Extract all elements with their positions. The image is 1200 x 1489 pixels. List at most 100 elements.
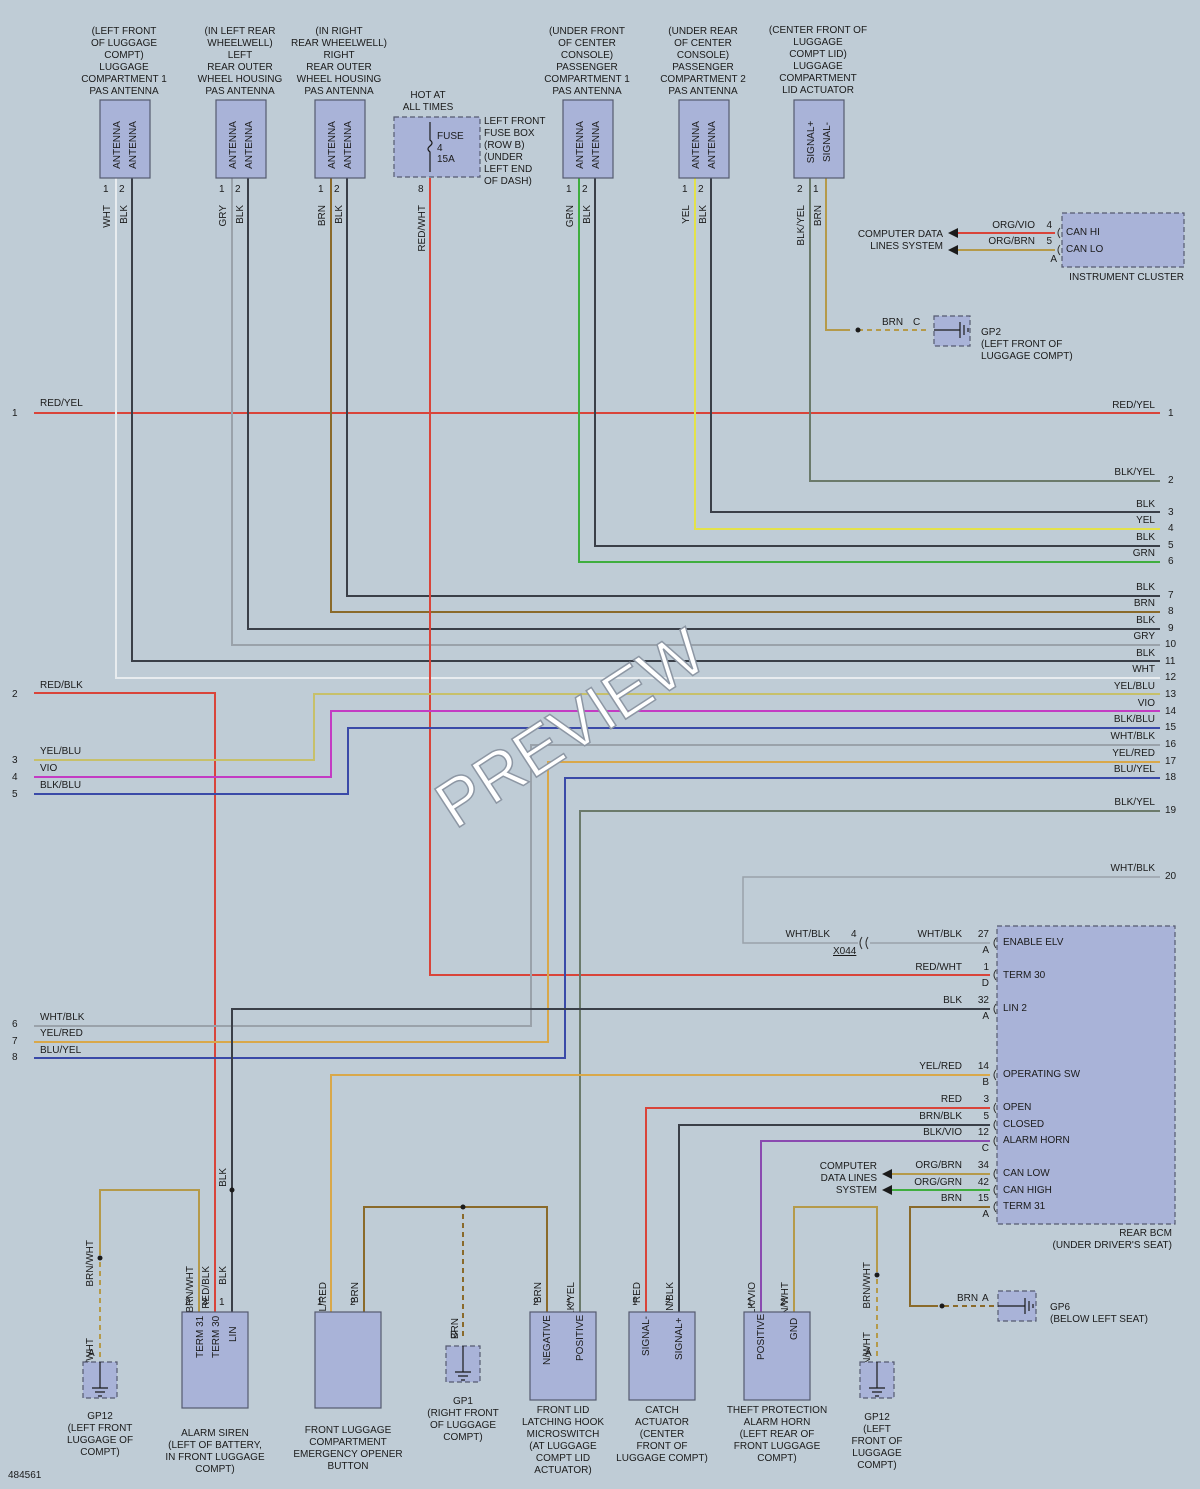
wire-color-label: BRN (350, 1282, 361, 1303)
wire-color-label: BLK (582, 205, 593, 224)
pin-number: 2 (797, 184, 803, 195)
pin-label: SIGNAL+ (674, 1317, 685, 1360)
wire-color-label: BRN/WHT (862, 1332, 873, 1379)
component-box (743, 1311, 811, 1401)
arrow-left-icon (948, 228, 958, 238)
pin-number: 1 (747, 1297, 753, 1308)
ground-icon (455, 1346, 471, 1381)
wire-color-label: BRN (533, 1282, 544, 1303)
wire-color-label: BLK (119, 205, 130, 224)
arrow-left-icon (948, 245, 958, 255)
ground-icon (92, 1362, 108, 1397)
component-box (215, 99, 267, 179)
pin-number: 3 (202, 1297, 208, 1308)
wire-color-label: BLK/YEL (1114, 797, 1155, 808)
ground-name: GP12 (864, 1412, 890, 1423)
connector-number: 7 (12, 1036, 18, 1047)
wire-blu-yel (34, 777, 1160, 1059)
ground-icon (934, 322, 969, 338)
component-name: REAR BCM (1119, 1228, 1172, 1239)
pin-label: CAN LO (1066, 244, 1103, 255)
wire-color-label: BLK (1136, 648, 1155, 659)
wire-color-label: BRN (450, 1318, 461, 1339)
pin-label: TERM 30 (211, 1315, 222, 1358)
wire-color-label: WHT/BLK (786, 929, 831, 940)
wire-color-label: GRY (218, 205, 229, 227)
connector-number: 17 (1165, 756, 1177, 767)
wire-lin-blk (231, 1008, 990, 1312)
pin-number: 2 (698, 184, 704, 195)
connector-number: 11 (1165, 656, 1176, 667)
wire-color-label: YEL (1136, 515, 1155, 526)
connector-number: 3 (1168, 507, 1174, 518)
connector-number: 15 (1165, 722, 1177, 733)
wire-color-label: BLK/BLU (40, 780, 81, 791)
connector-number: 6 (1168, 556, 1174, 567)
wire-color-label: RED/BLK (40, 680, 83, 691)
connector-number: 8 (12, 1052, 18, 1063)
pin-label: TERM 31 (1003, 1201, 1046, 1212)
wire-rr-brn (330, 178, 1160, 613)
connector-number: 5 (12, 789, 18, 800)
connector-name: X044 (833, 946, 857, 957)
connector-number: 16 (1165, 739, 1177, 750)
connector-number: 9 (1168, 623, 1174, 634)
wire-color-label: BLK (218, 1168, 229, 1187)
wire-term31-brn (909, 1206, 990, 1307)
component-box (314, 1311, 382, 1409)
ground-gp6: BRN A GP6 (BELOW LEFT SEAT) (957, 1290, 1148, 1325)
connector-number: 1 (12, 408, 18, 419)
wire-color-label: WHT (102, 205, 113, 228)
ground-name: GP6 (1050, 1302, 1070, 1313)
splice-points (97, 327, 945, 1309)
component-box (1061, 212, 1185, 268)
component-box (562, 99, 614, 179)
wire-c1-grn (578, 178, 1160, 563)
wire-color-label: BLK/YEL (796, 205, 807, 246)
ground-name: GP12 (87, 1411, 113, 1422)
pin-number: 1 (566, 184, 572, 195)
wire-color-label: BRN/WHT (85, 1240, 96, 1287)
connector-number: 6 (12, 1019, 18, 1030)
wire-horn-gnd (793, 1206, 878, 1312)
wire-color-label: BRN/BLK (665, 1282, 676, 1325)
splice-dot (874, 1272, 880, 1278)
pin-number: 12 (978, 1127, 990, 1138)
wire-vio (34, 710, 1160, 778)
wire-color-label: RED/BLK (201, 1266, 212, 1309)
inline-connector-icon (859, 936, 869, 950)
pin-number: 2 (350, 1297, 356, 1308)
pin-label: TERM 30 (1003, 970, 1046, 981)
pin-number: 34 (978, 1160, 990, 1171)
pin-label: ANTENNA (343, 121, 354, 169)
wire-siren-brn-wht (99, 1189, 200, 1312)
component-box (793, 99, 845, 179)
instrument-cluster: CAN HI CAN LO 4 5 A ORG/VIO ORG/BRN INST… (858, 212, 1185, 283)
component-box (678, 99, 730, 179)
wire-color-label: BLK (334, 205, 345, 224)
pin-number: 2 (780, 1297, 786, 1308)
connector-mark (1057, 227, 1061, 256)
connector-number: 2 (12, 689, 18, 700)
wire-color-label: BRN/WHT (85, 1338, 96, 1385)
wire-lid-blk-yel (809, 178, 1160, 482)
component-box (996, 925, 1176, 1225)
wire-pas1-wht (115, 178, 1160, 679)
wire-color-label: BLK (235, 205, 246, 224)
splice-dot (855, 327, 861, 333)
connector-number: 7 (1168, 590, 1174, 601)
pin-number: 14 (978, 1061, 990, 1072)
pin-label: ANTENNA (112, 121, 123, 169)
pin-letter: A (982, 1293, 989, 1304)
wire-color-label: RED (632, 1282, 643, 1303)
wire-blk-blu (34, 727, 1160, 795)
wire-color-label: ORG/BRN (988, 236, 1035, 247)
wire-color-label: BRN (1134, 598, 1155, 609)
wire-color-label: RED/YEL (1112, 400, 1155, 411)
